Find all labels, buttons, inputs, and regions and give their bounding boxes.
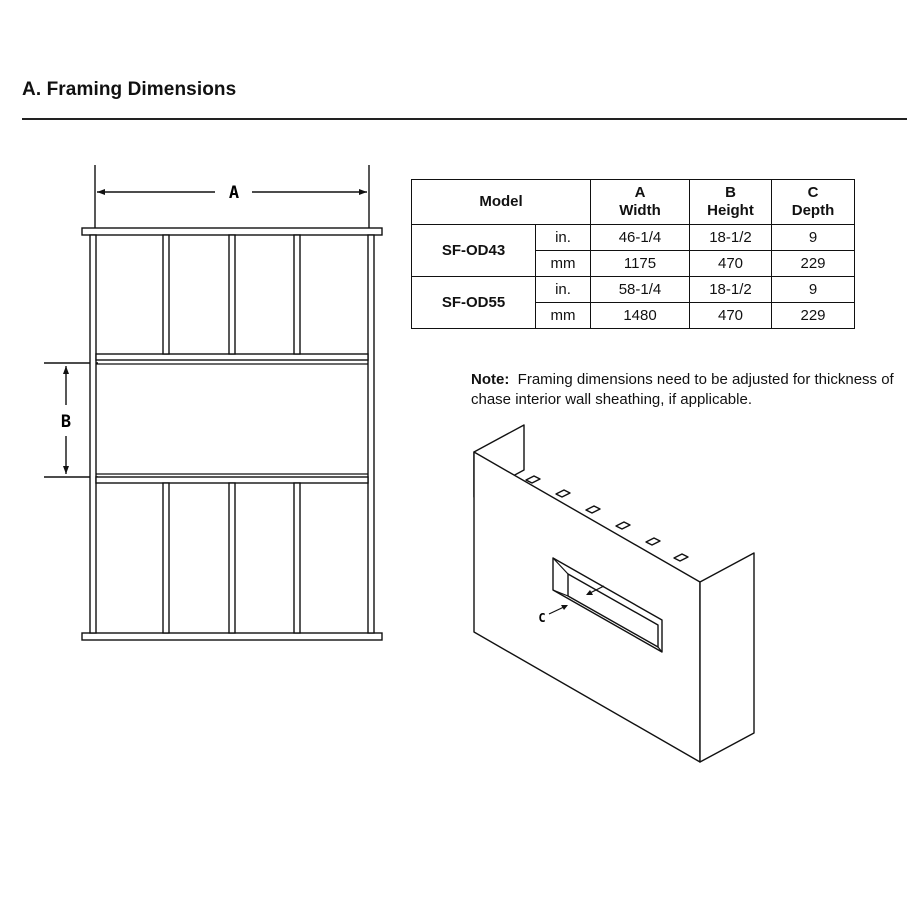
enclosure-diagram: C [473, 424, 755, 763]
bottom-plate [81, 632, 383, 641]
table-row: mm 1480 470 229 [412, 302, 855, 329]
top-plate [81, 227, 383, 236]
header-c-name: Depth [791, 202, 835, 219]
title-divider [22, 118, 907, 120]
depth-cell: 229 [771, 302, 855, 329]
section-title: A. Framing Dimensions [22, 79, 237, 100]
arrowhead [63, 366, 69, 374]
header-model: Model [411, 179, 591, 225]
depth-cell: 9 [771, 224, 855, 251]
arrowhead [586, 590, 593, 595]
height-cell: 18-1/2 [689, 276, 772, 303]
note-label: Note: [471, 371, 510, 388]
cripple-stud [228, 482, 236, 634]
width-cell: 58-1/4 [590, 276, 690, 303]
framing-ledge [615, 521, 631, 530]
framing-ledge [645, 537, 661, 546]
opening-edge [552, 557, 569, 575]
depth-cell: 229 [771, 250, 855, 277]
right-side-wall [699, 552, 755, 763]
header-c-letter: C [807, 184, 819, 201]
depth-cell: 9 [771, 276, 855, 303]
header-lower [95, 476, 369, 484]
width-cell: 1480 [590, 302, 690, 329]
arrowhead [97, 189, 105, 195]
framing-ledge [525, 475, 541, 484]
stud-right [367, 234, 375, 634]
unit-cell: mm [535, 250, 591, 277]
unit-cell: mm [535, 302, 591, 329]
framing-ledge [673, 553, 689, 562]
width-cell: 1175 [590, 250, 690, 277]
note: Note: Framing dimensions need to be adju… [471, 370, 901, 410]
cripple-stud [293, 482, 301, 634]
unit-cell: in. [535, 224, 591, 251]
header-b-name: Height [707, 202, 754, 219]
height-cell: 18-1/2 [689, 224, 772, 251]
model-cell: SF-OD43 [411, 224, 536, 277]
header-a-letter: A [634, 184, 646, 201]
header-a-name: Width [619, 202, 661, 219]
cripple-stud [293, 234, 301, 355]
opening-edge [657, 646, 663, 653]
model-cell: SF-OD55 [411, 276, 536, 329]
dim-a-label: A [229, 183, 239, 203]
cripple-stud [162, 234, 170, 355]
cripple-stud [162, 482, 170, 634]
unit-cell: in. [535, 276, 591, 303]
table-row: SF-OD43 in. 46-1/4 18-1/2 9 [411, 224, 855, 277]
height-cell: 470 [689, 250, 772, 277]
framing-ledge [585, 505, 601, 514]
framing-ledge [555, 489, 571, 498]
cripple-stud [228, 234, 236, 355]
table-row: SF-OD55 in. 58-1/4 18-1/2 9 [411, 276, 855, 329]
height-cell: 470 [689, 302, 772, 329]
width-cell: 46-1/4 [590, 224, 690, 251]
arrowhead [561, 605, 568, 610]
dim-b-label: B [61, 412, 71, 432]
header-upper [95, 353, 369, 361]
dim-c-label: C [538, 611, 545, 625]
stud-left [89, 234, 97, 634]
opening-edge [552, 589, 569, 597]
arrowhead [63, 466, 69, 474]
header-b-letter: B [725, 184, 736, 201]
framing-diagram: A B [44, 165, 383, 641]
note-text: Framing dimensions need to be adjusted f… [471, 371, 894, 408]
arrowhead [359, 189, 367, 195]
